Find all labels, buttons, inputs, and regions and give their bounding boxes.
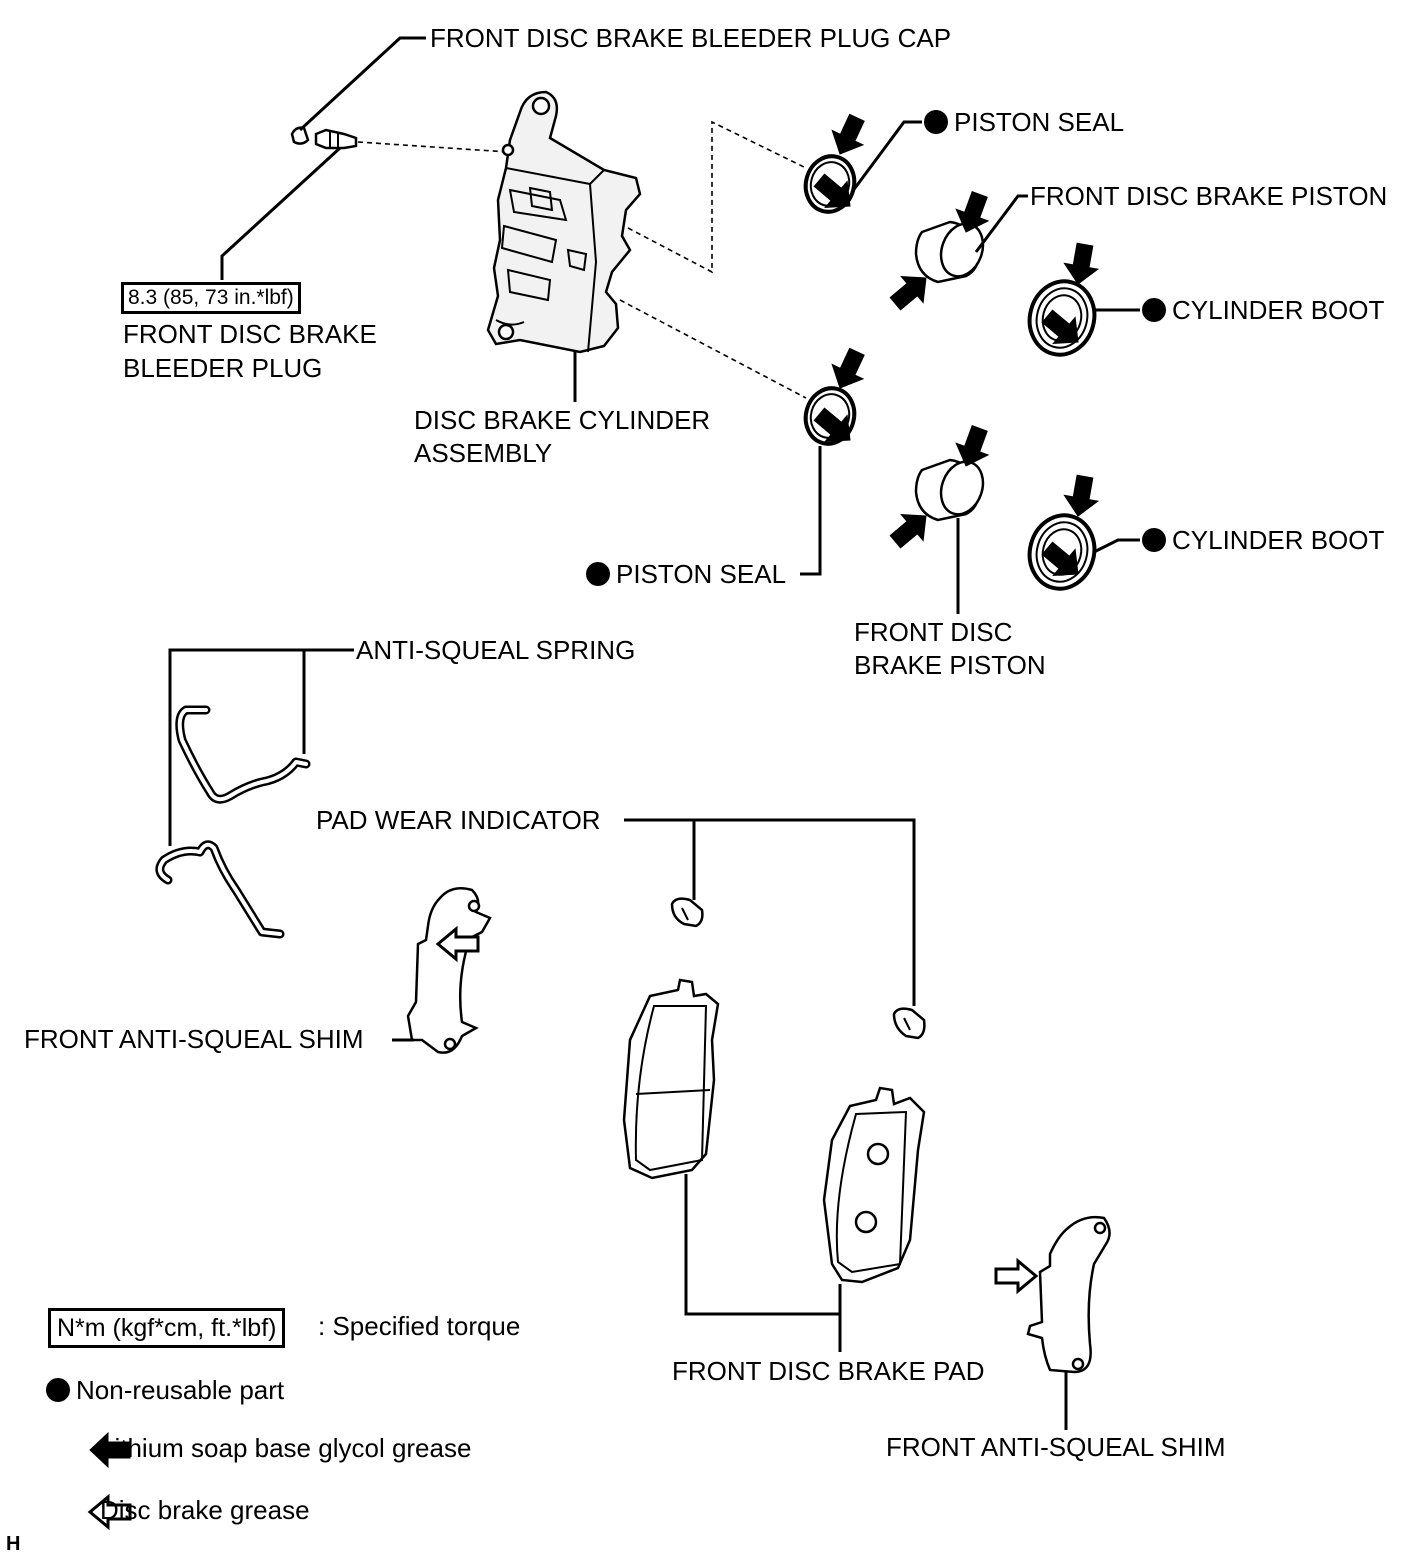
label-cylinder-assembly-line1: DISC BRAKE CYLINDER [414,405,711,435]
front-anti-squeal-shim-right [1026,1215,1111,1374]
leader-brake-pad [684,1174,842,1316]
non-reusable-icon [1142,298,1166,322]
label-piston-upper: FRONT DISC BRAKE PISTON [1030,181,1388,211]
front-disc-brake-pad-right [822,1086,926,1284]
leader-pad-wear-indicator [624,818,916,1006]
label-piston-lower-line1: FRONT DISC [854,617,1013,647]
label-bleeder-plug-cap: FRONT DISC BRAKE BLEEDER PLUG CAP [430,23,952,53]
corner-mark: H [6,1533,21,1555]
anti-squeal-spring-lower [155,840,285,939]
leader-anti-squeal-spring [168,648,306,846]
bleeder-plug [314,128,358,150]
label-anti-squeal-shim-left: FRONT ANTI-SQUEAL SHIM [24,1024,364,1054]
leader-piston-upper [974,194,1028,253]
grease-arrow-boot-lower-top [1060,473,1103,520]
leader-cylinder-boot-lower [1093,538,1140,554]
label-cylinder-boot-upper: CYLINDER BOOT [1142,294,1384,327]
filled-circle-icon [46,1378,70,1402]
disc-brake-cylinder-assembly [486,90,642,354]
leader-piston-seal-upper [850,120,922,193]
label-bleeder-plug-line2: BLEEDER PLUG [123,353,323,383]
upper-bore-dashed-line [627,120,807,274]
label-piston-lower-line2: BRAKE PISTON [854,650,1046,680]
piston-lower [914,458,985,522]
grease-arrow-seal-upper-top [824,110,873,162]
legend-lithium-grease: Lithium soap base glycol grease [100,1433,472,1463]
label-bleeder-plug-line1: FRONT DISC BRAKE [123,319,377,349]
pad-wear-indicator-left [670,897,704,928]
anti-squeal-spring-upper [175,705,311,804]
label-pad-wear-indicator: PAD WEAR INDICATOR [316,805,601,835]
label-piston-seal-lower: PISTON SEAL [586,558,786,591]
lower-bore-dashed-line [619,299,807,399]
non-reusable-icon [924,110,948,134]
front-anti-squeal-shim-left [406,887,492,1054]
legend-non-reusable: Non-reusable part [46,1374,284,1407]
label-anti-squeal-spring: ANTI-SQUEAL SPRING [356,635,636,665]
pad-wear-indicator-right [892,1007,926,1040]
legend-disc-grease: Disc brake grease [100,1495,310,1525]
disc-grease-arrow-shim-right [994,1259,1038,1293]
front-disc-brake-pad-left [622,978,720,1180]
label-cylinder-boot-lower: CYLINDER BOOT [1142,524,1384,557]
piston-upper [914,220,985,284]
leader-plug-cap [298,36,426,132]
legend-torque-text: : Specified torque [318,1311,521,1341]
leader-piston-seal-lower [800,446,822,576]
plug-dashed-line [357,141,509,153]
label-brake-pad: FRONT DISC BRAKE PAD [672,1356,985,1386]
leader-bleeder-plug [220,146,342,280]
label-piston-seal-upper: PISTON SEAL [924,106,1124,139]
legend-torque-box: N*m (kgf*cm, ft.*lbf) [48,1308,286,1348]
non-reusable-icon [1142,528,1166,552]
bleeder-plug-cap [290,126,310,145]
label-anti-squeal-shim-right: FRONT ANTI-SQUEAL SHIM [886,1432,1226,1462]
non-reusable-icon [586,562,610,586]
label-cylinder-assembly-line2: ASSEMBLY [414,438,553,468]
torque-value-box: 8.3 (85, 73 in.*lbf) [121,282,301,314]
